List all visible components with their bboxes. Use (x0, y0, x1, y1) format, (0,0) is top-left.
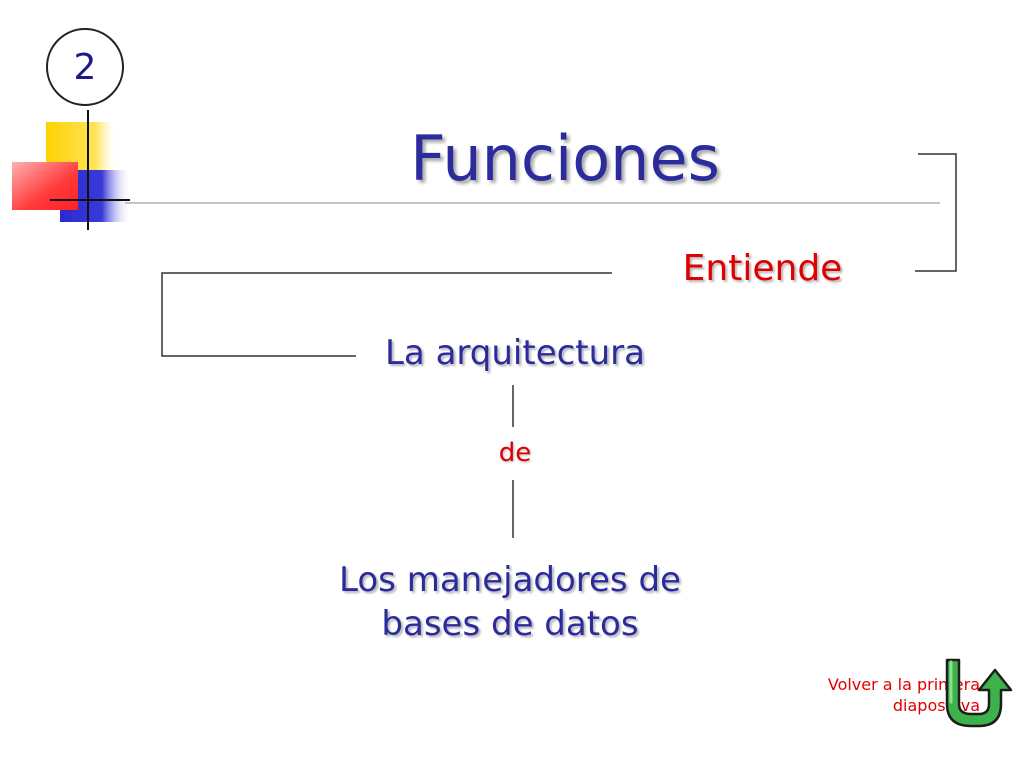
diagram-node-arquitectura: La arquitectura (384, 333, 645, 373)
red-block (12, 162, 78, 210)
slide-title: Funciones (410, 122, 720, 195)
diagram-node-entiende: Entiende (682, 248, 843, 289)
diagram-node-manejadores-line2: bases de datos (381, 604, 639, 644)
corner-ornament (12, 110, 130, 230)
diagram-connector-label: de (498, 438, 532, 468)
diagram-node-manejadores: Los manejadores de bases de datos (270, 558, 750, 646)
diagram-node-manejadores-line1: Los manejadores de (339, 560, 681, 600)
slide-number-badge: 2 (46, 28, 124, 106)
return-link-line1: Volver a la primera (827, 675, 980, 694)
u-turn-arrow-icon[interactable] (935, 652, 1020, 732)
